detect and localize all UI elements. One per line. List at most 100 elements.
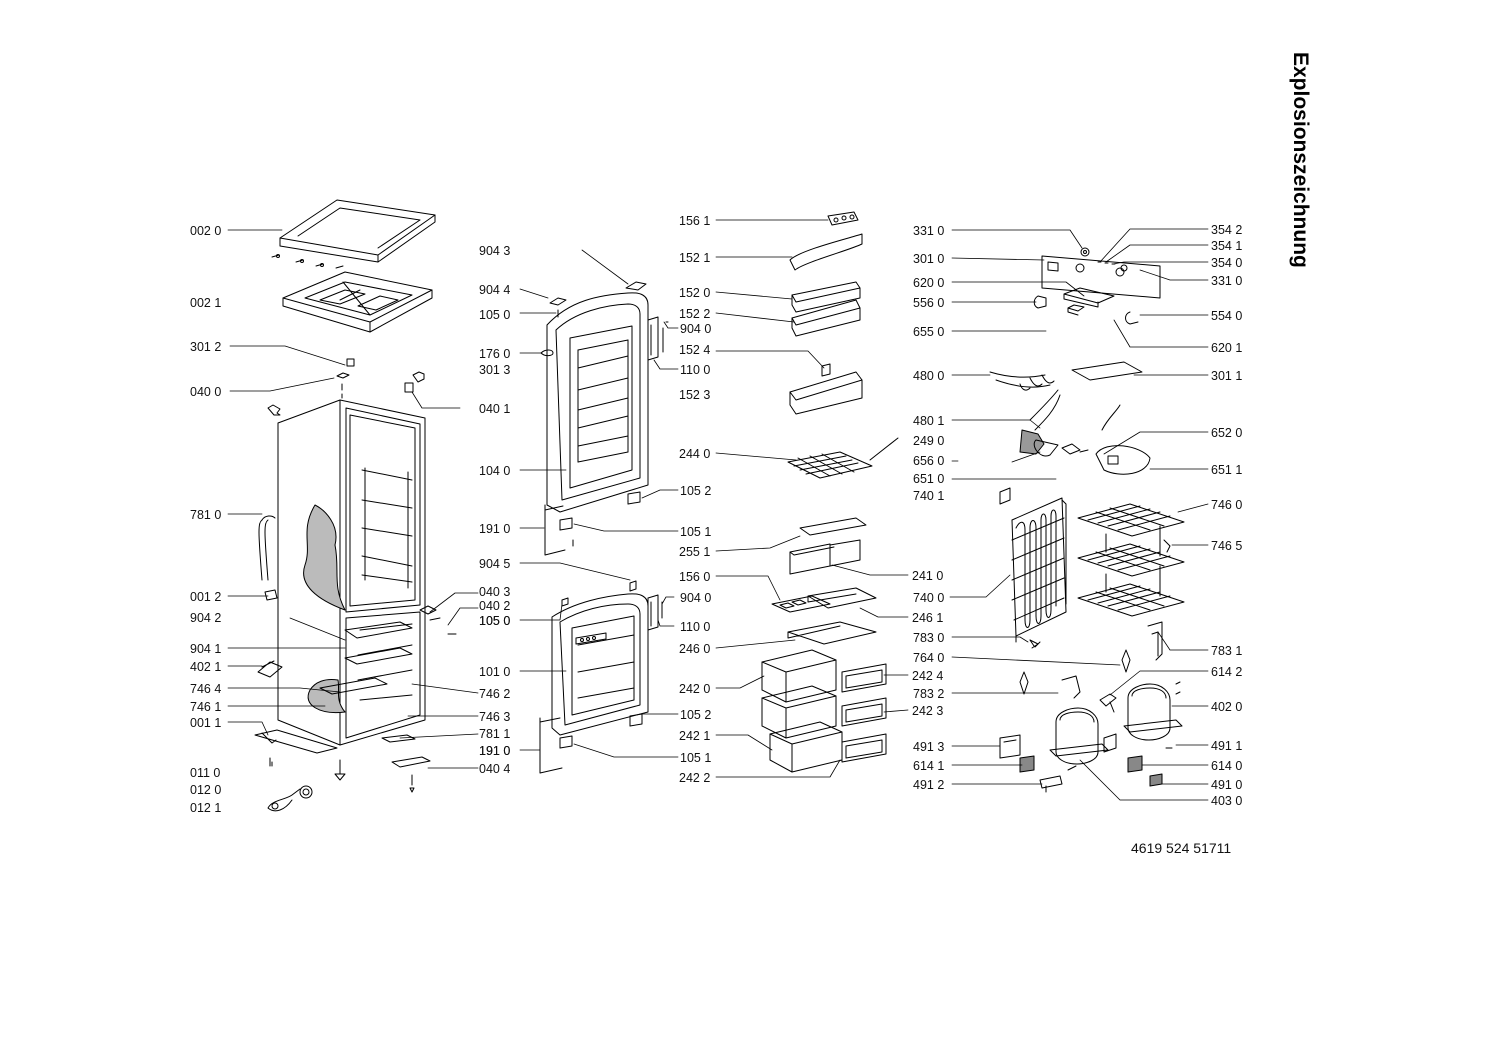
part-callout-label: 651 1: [1211, 463, 1242, 477]
part-callout-label: 110 0: [680, 363, 710, 377]
part-callout-label: 105 0: [479, 614, 510, 628]
part-callout-label: 101 0: [479, 665, 510, 679]
part-callout-label: 040 4: [479, 762, 510, 776]
tubing-parts: [1019, 621, 1163, 699]
part-callout-label: 301 3: [479, 363, 510, 377]
part-callout-label: 104 0: [479, 464, 510, 478]
drain-tube-part: [258, 515, 276, 581]
part-callout-label: 904 1: [190, 642, 221, 656]
part-callout-label: 152 3: [679, 388, 710, 402]
part-callout-label: 746 0: [1211, 498, 1242, 512]
part-callout-label: 491 0: [1211, 778, 1242, 792]
part-callout-label: 246 1: [912, 611, 943, 625]
part-callout-label: 011 0: [190, 766, 220, 780]
part-callout-label: 255 1: [679, 545, 710, 559]
wire-shelf: [787, 437, 899, 479]
part-callout-label: 904 3: [479, 244, 510, 258]
part-callout-label: 904 2: [190, 611, 221, 625]
top-cover-screws: [271, 254, 344, 269]
part-callout-label: 480 0: [913, 369, 944, 383]
part-callout-label: 301 2: [190, 340, 221, 354]
document-number: 4619 524 51711: [1131, 840, 1232, 856]
part-callout-label: 746 2: [479, 687, 510, 701]
part-callout-label: 783 0: [913, 631, 944, 645]
part-callout-label: 156 0: [679, 570, 710, 584]
part-callout-label: 105 1: [680, 525, 711, 539]
part-callout-label: 152 0: [679, 286, 710, 300]
part-callout-label: 244 0: [679, 447, 710, 461]
part-callout-label: 554 0: [1211, 309, 1242, 323]
part-callout-label: 781 1: [479, 727, 510, 741]
part-callout-label: 331 0: [1211, 274, 1242, 288]
part-callout-label: 040 2: [479, 599, 510, 613]
upper-door-parts: [540, 281, 669, 556]
part-callout-label: 480 1: [913, 414, 944, 428]
wiring-harness: [989, 371, 1151, 505]
part-callout-label: 105 2: [680, 484, 711, 498]
part-callout-label: 656 0: [913, 454, 944, 468]
compressor-group: [999, 681, 1183, 793]
part-callout-label: 040 3: [479, 585, 510, 599]
part-callout-label: 781 0: [190, 508, 221, 522]
part-callout-label: 242 2: [679, 771, 710, 785]
part-callout-label: 491 2: [913, 778, 944, 792]
part-callout-label: 354 2: [1211, 223, 1242, 237]
part-callout-label: 651 0: [913, 472, 944, 486]
part-callout-label: 556 0: [913, 296, 944, 310]
part-callout-label: 491 3: [913, 740, 944, 754]
part-callout-label: 040 1: [479, 402, 510, 416]
part-callout-label: 105 0: [479, 308, 510, 322]
part-callout-label: 783 2: [913, 687, 944, 701]
evaporator: [1011, 497, 1067, 648]
part-callout-label: 904 0: [680, 591, 711, 605]
part-callout-label: 354 1: [1211, 239, 1242, 253]
part-callout-label: 620 1: [1211, 341, 1242, 355]
part-callout-label: 402 1: [190, 660, 221, 674]
cabinet-body: [277, 399, 426, 746]
part-callout-label: 191 0: [479, 522, 510, 536]
part-callout-label: 764 0: [913, 651, 944, 665]
part-callout-label: 904 0: [680, 322, 711, 336]
part-callout-label: 301 1: [1211, 369, 1242, 383]
leader-lines: [227, 219, 1209, 801]
part-callout-label: 652 0: [1211, 426, 1242, 440]
part-callout-label: 156 1: [679, 214, 710, 228]
top-frame-part: [282, 271, 433, 333]
part-callout-label: 152 1: [679, 251, 710, 265]
part-callout-label: 176 0: [479, 347, 510, 361]
top-cover-part: [279, 199, 436, 263]
part-callout-label: 105 1: [680, 751, 711, 765]
part-callout-label: 301 0: [913, 252, 944, 266]
vegetable-crispers: [761, 649, 887, 773]
part-callout-label: 242 0: [679, 682, 710, 696]
part-callout-label: 040 0: [190, 385, 221, 399]
part-callout-label: 242 1: [679, 729, 710, 743]
levelling-feet-part: [267, 785, 313, 812]
part-callout-label: 746 1: [190, 700, 221, 714]
part-callout-label: 246 0: [679, 642, 710, 656]
part-callout-label: 012 1: [190, 801, 221, 815]
part-callout-label: 614 2: [1211, 665, 1242, 679]
upper-door: [546, 292, 649, 513]
part-callout-label: 110 0: [680, 620, 710, 634]
part-callout-label: 614 0: [1211, 759, 1242, 773]
part-callout-label: 904 4: [479, 283, 510, 297]
lower-door-parts: [539, 580, 663, 774]
freezer-drawer-set: [771, 517, 877, 645]
lower-drawer-parts: [319, 605, 457, 695]
part-callout-label: 746 4: [190, 682, 221, 696]
part-callout-label: 191 0: [479, 744, 510, 758]
part-callout-label: 191 0: [479, 744, 510, 758]
part-callout-label: 740 0: [913, 591, 944, 605]
part-callout-label: 354 0: [1211, 256, 1242, 270]
part-callout-label: 331 0: [913, 224, 944, 238]
part-callout-label: 012 0: [190, 783, 221, 797]
part-callout-label: 152 4: [679, 343, 710, 357]
part-callout-label: 242 3: [912, 704, 943, 718]
part-callout-label: 001 2: [190, 590, 221, 604]
part-callout-label: 001 1: [190, 716, 221, 730]
control-panel-parts: [1033, 247, 1161, 381]
part-callout-label: 242 4: [912, 669, 943, 683]
